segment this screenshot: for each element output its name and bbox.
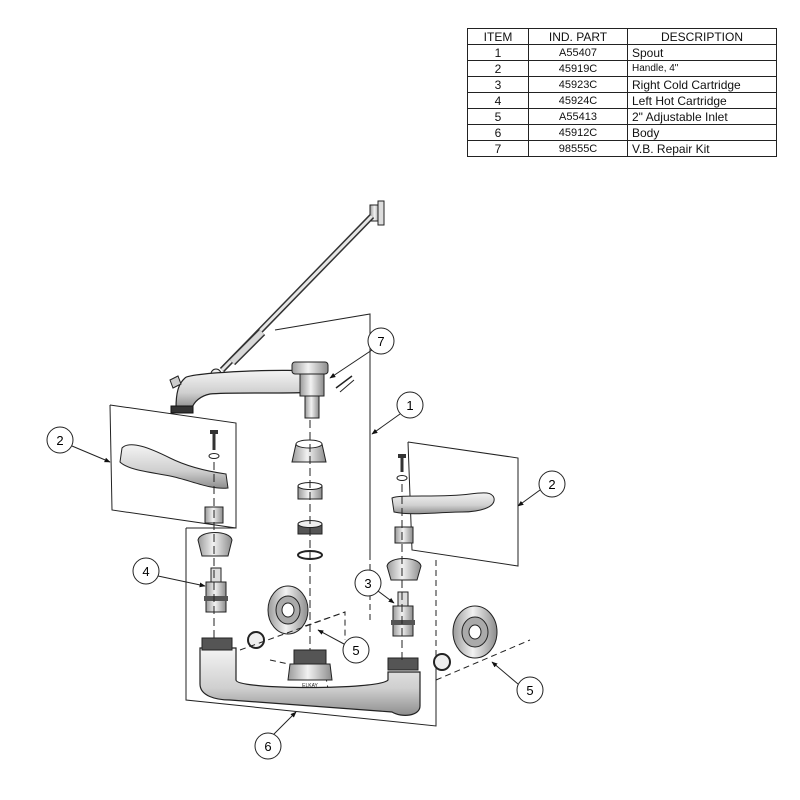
right-nut (394, 526, 414, 544)
callout-3-label: 3 (364, 576, 371, 591)
support-rod (210, 213, 375, 380)
centerlines (213, 420, 403, 660)
callout-1-label: 1 (406, 398, 413, 413)
right-screw (398, 454, 406, 472)
callout-5-left-label: 5 (352, 643, 359, 658)
cell-part: A55413 (528, 108, 628, 125)
callout-4-label: 4 (142, 564, 149, 579)
callout-5-left: 5 (317, 629, 370, 664)
left-screw (210, 430, 218, 450)
callout-1: 1 (371, 391, 424, 435)
callout-6: 6 (254, 711, 297, 760)
left-inlet (247, 585, 309, 649)
body-marking: ELKAY (302, 683, 318, 689)
callout-3: 3 (354, 569, 395, 604)
right-inlet-dashed (435, 639, 531, 681)
callout-2-right-label: 2 (548, 477, 555, 492)
left-washer (208, 453, 220, 459)
right-bonnet (386, 558, 422, 581)
callout-6-label: 6 (264, 739, 271, 754)
cell-part: 45924C (528, 92, 628, 109)
left-bonnet (197, 532, 233, 557)
callout-2-right: 2 (517, 470, 566, 507)
callout-5-right: 5 (491, 661, 544, 704)
right-handle (391, 492, 495, 515)
table-row: 4 45924C Left Hot Cartridge (467, 92, 777, 109)
callout-2-left: 2 (46, 426, 111, 463)
center-nut (291, 439, 327, 463)
left-cartridge (204, 567, 228, 613)
callout-7-label: 7 (377, 334, 384, 349)
wall-bracket (369, 200, 385, 226)
left-inlet-dashed (239, 611, 346, 651)
callout-2-left-label: 2 (56, 433, 63, 448)
callout-5-right-label: 5 (526, 683, 533, 698)
faucet-body: ELKAY (199, 637, 421, 716)
cell-item: 7 (467, 140, 529, 157)
cell-part: 45912C (528, 124, 628, 141)
right-inlet (433, 605, 498, 671)
table-row: 2 45919C Handle, 4" (467, 60, 777, 77)
spout (169, 369, 313, 414)
callout-7: 7 (329, 327, 395, 379)
body-dashed-outline (185, 527, 437, 727)
vacuum-breaker (291, 361, 355, 419)
left-handle (119, 444, 229, 489)
cell-part: 98555C (528, 140, 628, 157)
parts-table: ITEM IND. PART DESCRIPTION 1 A55407 Spou… (467, 28, 777, 157)
callout-4: 4 (132, 557, 206, 588)
right-washer (396, 475, 408, 481)
cell-description: V.B. Repair Kit (627, 140, 777, 157)
table-row: 7 98555C V.B. Repair Kit (467, 140, 777, 157)
right-cartridge (391, 591, 415, 637)
